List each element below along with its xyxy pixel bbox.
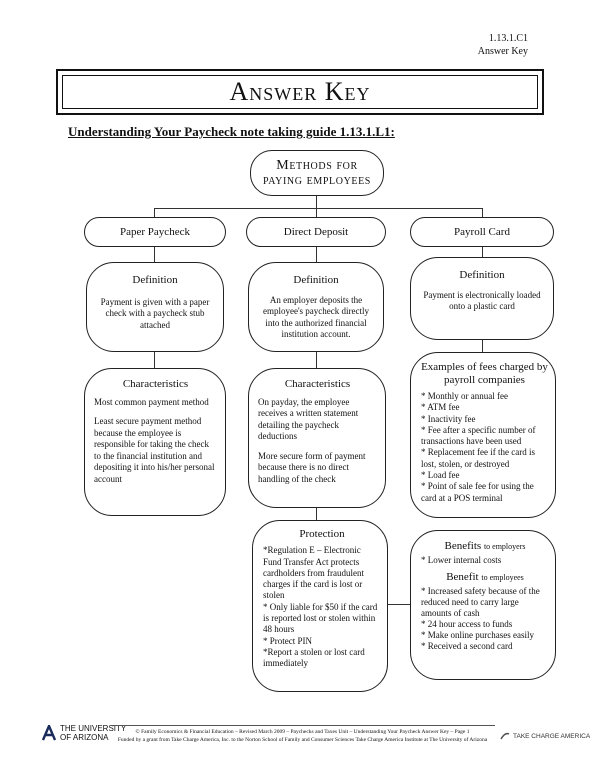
direct-characteristics-title: Characteristics bbox=[284, 378, 351, 390]
paper-characteristic-item: Least secure payment method because the … bbox=[94, 416, 215, 484]
protection-item: * Protect PIN bbox=[263, 635, 312, 646]
footer-text: © Family Economics & Financial Education… bbox=[110, 725, 495, 744]
direct-definition-title: Definition bbox=[293, 274, 339, 286]
fee-item: * Replacement fee if the card is lost, s… bbox=[421, 447, 535, 469]
benefits-employers-suffix: to employers bbox=[483, 542, 526, 551]
benefits-employers-heading: Benefits to employers bbox=[421, 541, 549, 552]
document-code: 1.13.1.C1 Answer Key bbox=[478, 32, 528, 58]
protection-item: *Report a stolen or lost card immediatel… bbox=[263, 646, 365, 669]
connector bbox=[316, 352, 317, 368]
direct-characteristics-box: Characteristics On payday, the employee … bbox=[248, 368, 386, 508]
arizona-a-icon bbox=[42, 725, 56, 741]
connector bbox=[482, 247, 483, 257]
benefit-employee-item: * Make online purchases easily bbox=[421, 630, 534, 640]
connector bbox=[316, 247, 317, 262]
paper-characteristics-box: Characteristics Most common payment meth… bbox=[84, 368, 226, 516]
subheading: Understanding Your Paycheck note taking … bbox=[68, 124, 395, 139]
benefit-employer-item: * Lower internal costs bbox=[421, 555, 502, 565]
direct-deposit-heading: Direct Deposit bbox=[246, 217, 386, 247]
direct-definition-box: Definition An employer deposits the empl… bbox=[248, 262, 384, 352]
benefit-employees-title: Benefit bbox=[446, 571, 479, 583]
benefit-employees-heading: Benefit to employees bbox=[421, 572, 549, 583]
benefit-employees-list: * Increased safety because of the reduce… bbox=[421, 586, 549, 652]
direct-protection-box: Protection *Regulation E – Electronic Fu… bbox=[252, 520, 388, 692]
paper-paycheck-heading: Paper Paycheck bbox=[84, 217, 226, 247]
payroll-definition-title: Definition bbox=[459, 269, 505, 281]
fee-item: * Inactivity fee bbox=[421, 413, 476, 424]
ua-logo-line2: OF ARIZONA bbox=[60, 733, 109, 742]
direct-definition-text: An employer deposits the employee's payc… bbox=[262, 294, 370, 340]
connector bbox=[316, 208, 317, 217]
connector bbox=[154, 247, 155, 262]
fee-item: * Point of sale fee for using the card a… bbox=[421, 481, 534, 503]
payroll-benefits-box: Benefits to employers * Lower internal c… bbox=[410, 530, 556, 680]
paper-definition-text: Payment is given with a paper check with… bbox=[100, 296, 210, 330]
paper-characteristic-item: Most common payment method bbox=[94, 396, 209, 407]
connector bbox=[388, 604, 410, 605]
connector bbox=[154, 352, 155, 368]
benefits-employers-title: Benefits bbox=[444, 540, 482, 552]
footer-line2: Funded by a grant from Take Charge Ameri… bbox=[117, 737, 488, 743]
protection-item: *Regulation E – Electronic Fund Transfer… bbox=[263, 545, 364, 601]
connector bbox=[482, 208, 483, 217]
methods-title-line2: paying employees bbox=[263, 173, 371, 188]
protection-item: * Only liable for $50 if the card is rep… bbox=[263, 601, 378, 635]
connector bbox=[482, 340, 483, 352]
benefit-employee-item: * 24 hour access to funds bbox=[421, 619, 513, 629]
connector bbox=[154, 208, 482, 209]
paper-definition-title: Definition bbox=[132, 274, 178, 286]
methods-box: Methods for paying employees bbox=[250, 150, 384, 196]
fee-item: * Load fee bbox=[421, 470, 460, 481]
direct-characteristic-item: On payday, the employee receives a writt… bbox=[258, 396, 359, 442]
payroll-definition-box: Definition Payment is electronically loa… bbox=[410, 257, 554, 340]
direct-protection-title: Protection bbox=[299, 528, 345, 540]
title-box: Answer Key bbox=[56, 69, 544, 115]
payroll-definition-text: Payment is electronically loaded onto a … bbox=[423, 289, 541, 312]
tca-swoosh-icon bbox=[500, 732, 510, 740]
benefit-employee-item: * Received a second card bbox=[421, 641, 513, 651]
payroll-fees-list: * Monthly or annual fee * ATM fee * Inac… bbox=[421, 391, 548, 504]
paper-definition-box: Definition Payment is given with a paper… bbox=[86, 262, 224, 352]
protection-list: *Regulation E – Electronic Fund Transfer… bbox=[263, 545, 381, 669]
page-title: Answer Key bbox=[62, 75, 538, 109]
document-number: 1.13.1.C1 bbox=[488, 33, 528, 44]
direct-characteristic-item: More secure form of payment because ther… bbox=[258, 450, 366, 484]
connector bbox=[316, 196, 317, 208]
take-charge-america-logo: TAKE CHARGE AMERICA bbox=[500, 731, 590, 741]
connector bbox=[316, 508, 317, 520]
payroll-card-heading: Payroll Card bbox=[410, 217, 554, 247]
paper-characteristics-title: Characteristics bbox=[122, 378, 189, 390]
footer-line1: © Family Economics & Financial Education… bbox=[135, 729, 470, 735]
fee-item: * Fee after a specific number of transac… bbox=[421, 424, 536, 447]
methods-title-line1: Methods for bbox=[276, 158, 358, 173]
university-of-arizona-logo: THE UNIVERSITY OF ARIZONA bbox=[42, 724, 126, 742]
document-label: Answer Key bbox=[477, 46, 528, 57]
payroll-fees-title: Examples of fees charged by payroll comp… bbox=[421, 361, 548, 386]
benefit-employees-suffix: to employees bbox=[481, 573, 524, 582]
ua-logo-line1: THE UNIVERSITY bbox=[60, 724, 127, 733]
fee-item: * ATM fee bbox=[421, 402, 460, 413]
payroll-fees-box: Examples of fees charged by payroll comp… bbox=[410, 352, 556, 518]
benefit-employee-item: * Increased safety because of the reduce… bbox=[421, 586, 540, 618]
fee-item: * Monthly or annual fee bbox=[421, 391, 508, 401]
tca-logo-text: TAKE CHARGE AMERICA bbox=[513, 732, 591, 740]
connector bbox=[154, 208, 155, 217]
